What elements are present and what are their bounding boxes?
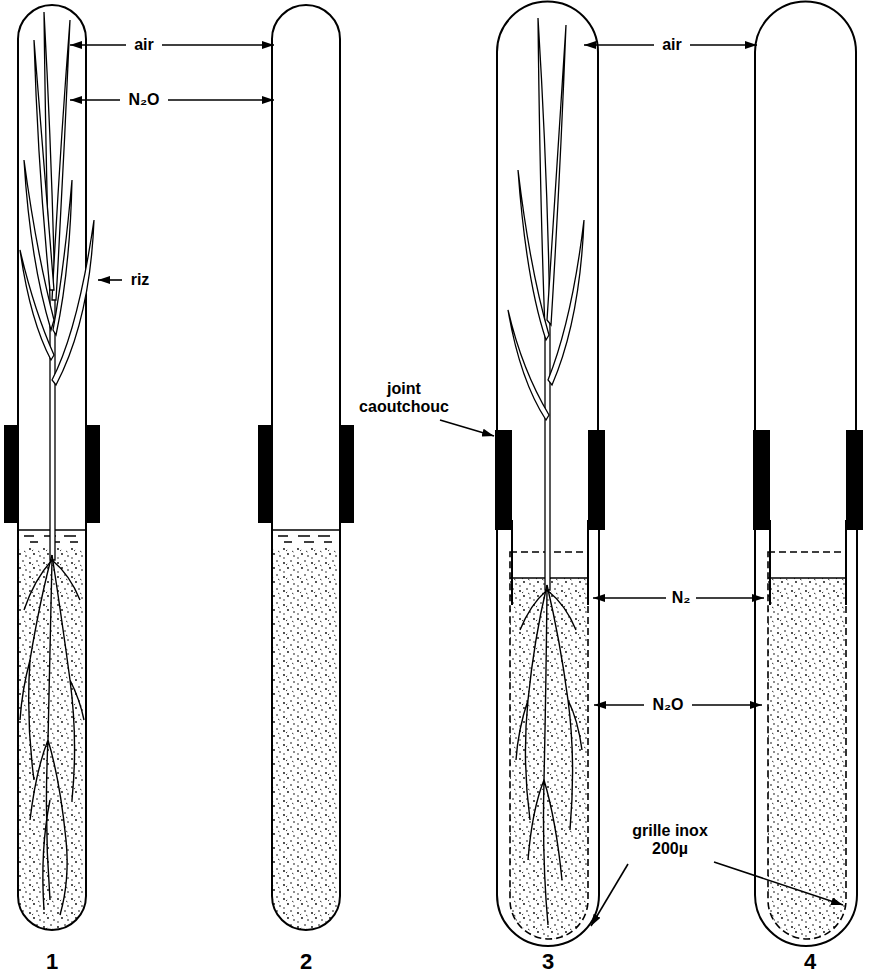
leader-arrow: [696, 597, 764, 599]
steel-mesh-basket: [510, 552, 588, 939]
leader-arrows: [70, 45, 843, 926]
rubber-joint: [495, 430, 512, 530]
tube-3: [495, 1, 605, 946]
part-label: grille inox 200µ: [626, 821, 714, 858]
leader-arrow: [440, 420, 494, 436]
gas-label: N₂O: [650, 695, 685, 715]
soil: [18, 548, 86, 930]
soil: [768, 578, 846, 939]
leader-arrow: [162, 44, 274, 46]
soil-surface: [768, 577, 846, 579]
roots: [20, 555, 84, 915]
gas-label: N₂O: [126, 90, 161, 110]
callout-number: 2: [298, 949, 314, 975]
tube-2: [258, 5, 354, 930]
soil: [272, 548, 340, 930]
rubber-joint: [588, 430, 605, 530]
leader-arrow: [168, 99, 274, 101]
rubber-joint: [753, 430, 770, 530]
tube-wall: [272, 5, 340, 525]
rubber-joint: [86, 425, 100, 523]
outer-tube-wall: [755, 520, 857, 946]
callout-number: 3: [540, 949, 556, 975]
callout-number: 4: [802, 949, 818, 975]
leader-arrow: [692, 704, 762, 706]
soil: [510, 578, 588, 939]
tube-4: [753, 1, 863, 946]
steel-mesh-basket: [768, 552, 846, 939]
leader-arrow: [98, 279, 122, 281]
rubber-joint: [340, 425, 354, 523]
callout-number: 1: [44, 949, 60, 975]
roots: [516, 585, 582, 925]
leader-arrow: [584, 44, 654, 46]
rubber-joint: [4, 425, 18, 523]
leader-arrow: [714, 862, 843, 905]
gas-label: air: [660, 35, 684, 55]
gas-label: N₂: [670, 588, 693, 608]
water: [278, 536, 332, 542]
gas-label: air: [132, 35, 156, 55]
tube-1: [4, 5, 100, 930]
rice-plant: [508, 18, 584, 590]
rice-plant: [20, 12, 94, 560]
part-label: joint caoutchouc: [354, 379, 454, 416]
rubber-joint: [846, 430, 863, 530]
leader-arrow: [690, 44, 757, 46]
leader-arrow: [591, 864, 628, 926]
tube-wall: [755, 1, 856, 440]
rubber-joint: [258, 425, 272, 523]
leader-arrow: [70, 44, 126, 46]
tube-wall: [272, 425, 340, 930]
part-label: riz: [129, 270, 152, 290]
inner-tube-wall: [770, 520, 846, 605]
water-surface: [272, 529, 340, 531]
leader-arrow: [70, 99, 120, 101]
leader-arrow: [593, 597, 666, 599]
leader-arrow: [594, 704, 644, 706]
